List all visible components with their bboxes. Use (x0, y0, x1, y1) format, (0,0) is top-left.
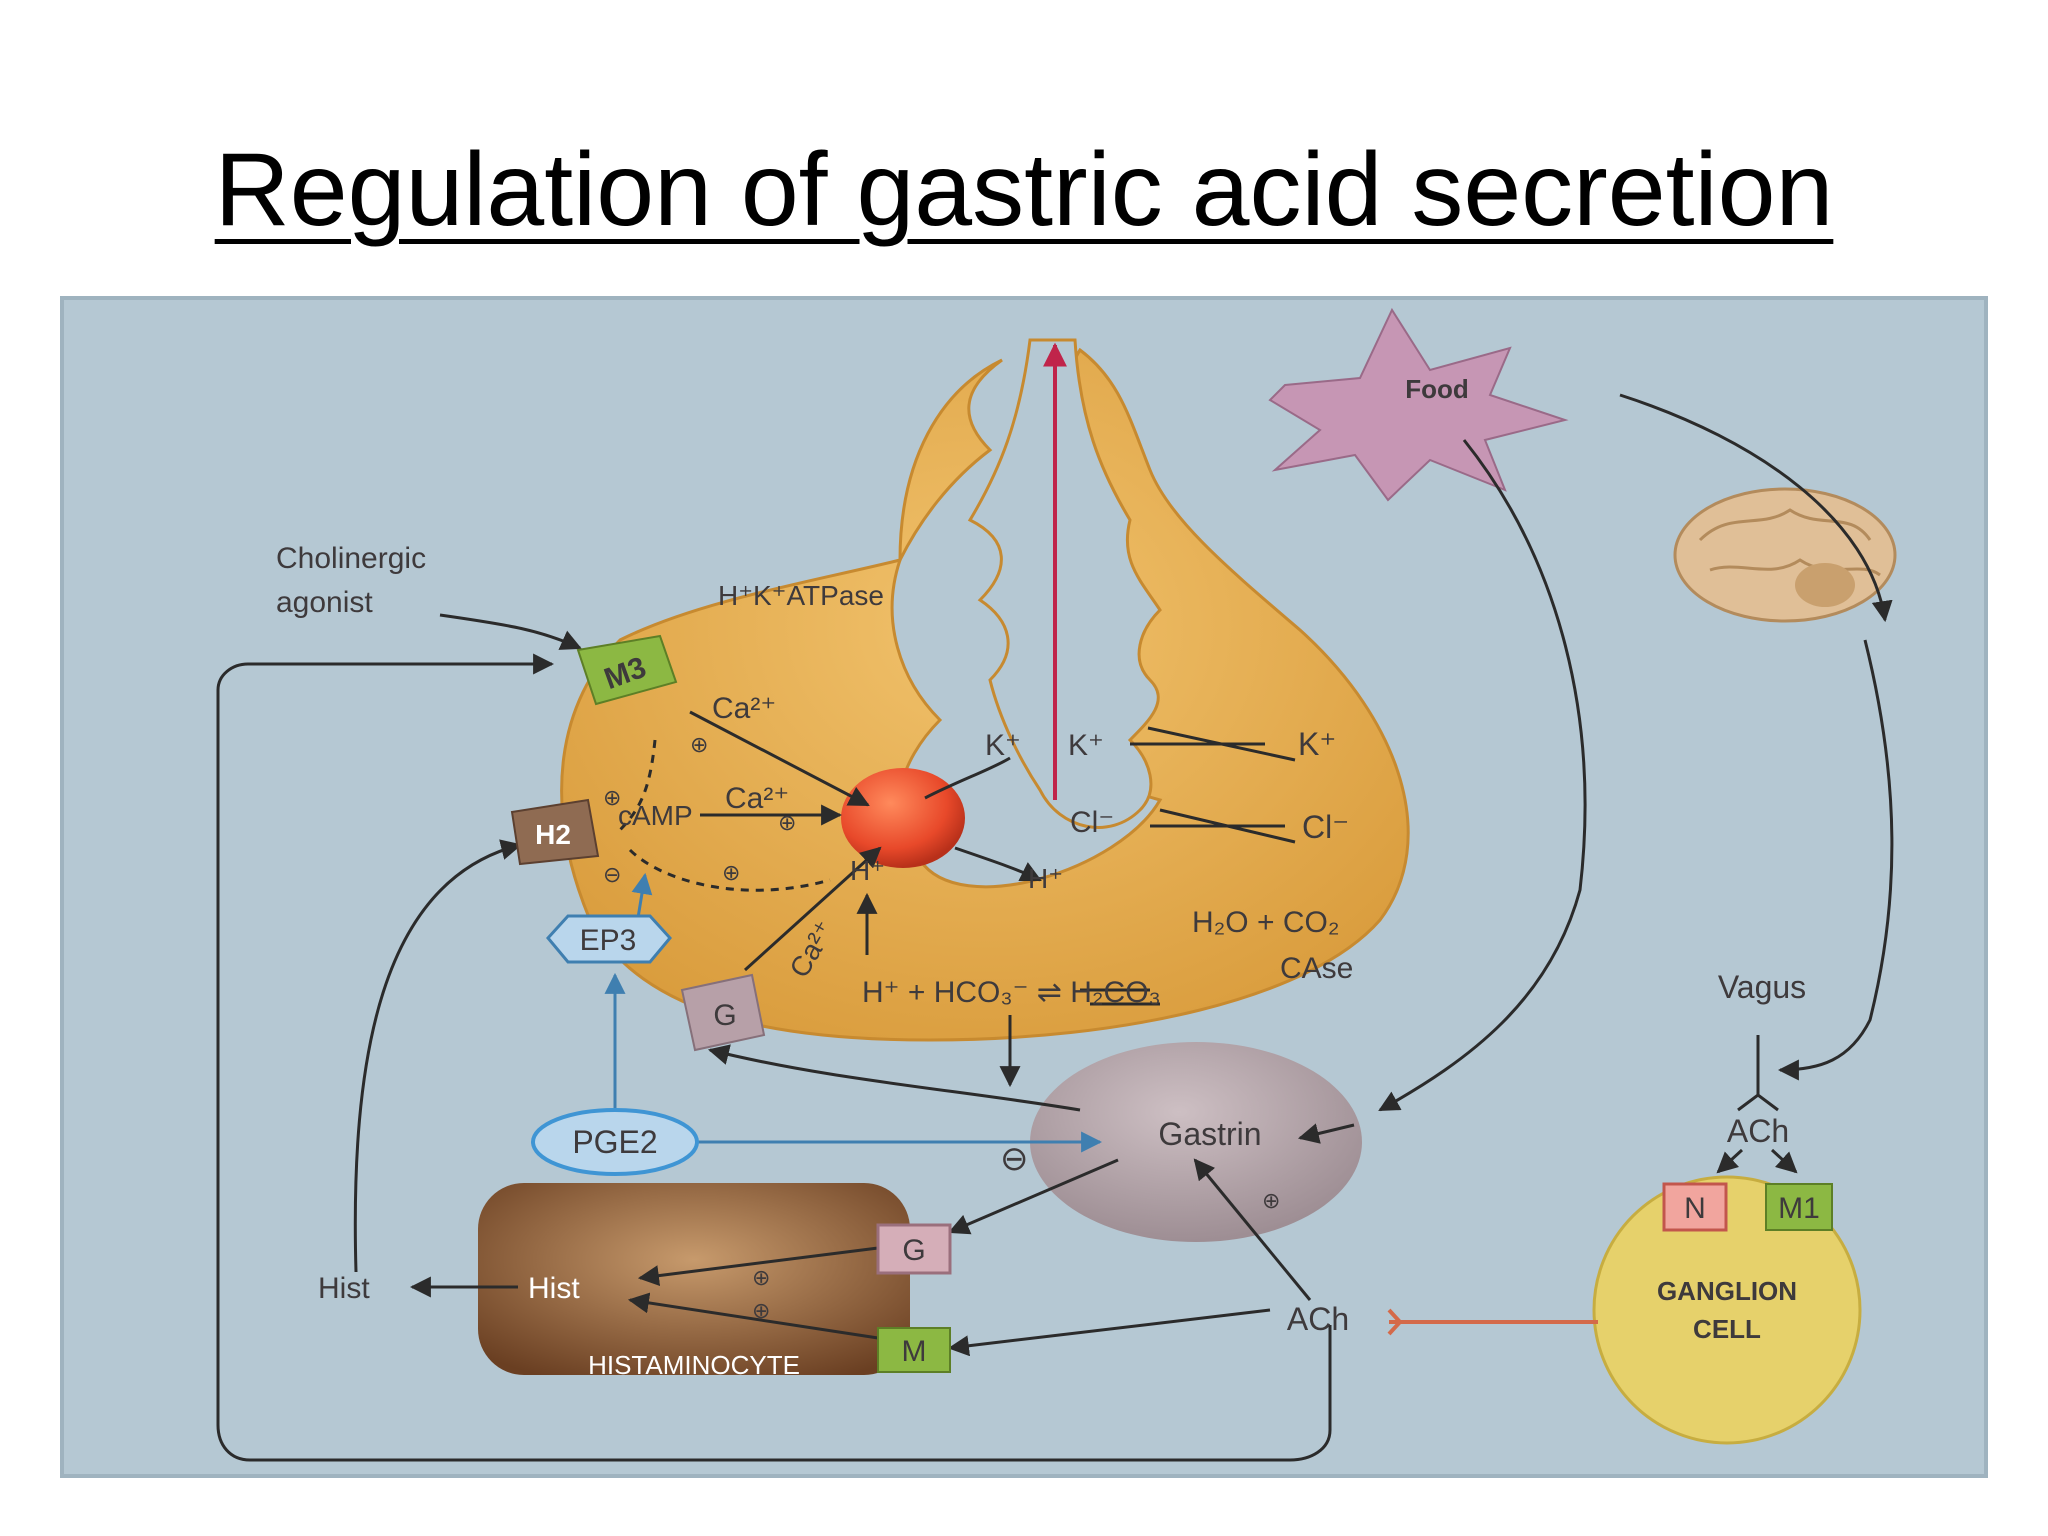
plus-marker-dashed: ⊕ (722, 860, 740, 885)
cholinergic-to-m3-arrow (439, 613, 582, 650)
plus-marker-g-hist: ⊕ (752, 1265, 770, 1290)
k-right-label: K⁺ (1298, 726, 1336, 762)
ca-top-label: Ca²⁺ (712, 692, 776, 725)
secretory-canaliculus (967, 338, 1162, 829)
pump-k-in-line (924, 756, 1011, 800)
g-receptor-histaminocyte: G (876, 1223, 952, 1275)
food-to-brain-arrow (1619, 393, 1893, 623)
bicarb-equilibrium-arrows (1080, 988, 1160, 1006)
ganglion-to-ach-axon (1387, 1308, 1598, 1336)
m1-receptor: M1 (1765, 1183, 1833, 1231)
plus-marker-h2: ⊕ (603, 785, 621, 810)
cl-left-label: Cl⁻ (1070, 806, 1114, 839)
parietal-cell (560, 347, 1410, 1042)
m-receptor-histaminocyte: M (877, 1327, 951, 1373)
hk-atpase-pump (841, 768, 965, 868)
k-inner-label: K⁺ (985, 729, 1021, 762)
ganglion-cell (1592, 1175, 1862, 1445)
pge2-oval: PGE2 (531, 1108, 699, 1176)
m-to-hist-arrow (627, 1292, 879, 1340)
pathway-arrows (216, 393, 1894, 1462)
hk-atpase-label: H⁺K⁺ATPase (718, 580, 884, 611)
m1-receptor-label: M1 (1778, 1192, 1820, 1225)
g-receptor-histaminocyte-label: G (902, 1234, 925, 1267)
h2-receptor-label: H2 (535, 819, 571, 850)
plus-marker-m3: ⊕ (690, 732, 708, 757)
hist-inner-label: Hist (528, 1272, 580, 1305)
histaminocyte-label: HISTAMINOCYTE (588, 1350, 800, 1380)
bicarb-reaction-label: H⁺ + HCO₃⁻ ⇌ H₂CO₃ (862, 976, 1161, 1009)
h-pump-label: H⁺ (850, 855, 885, 886)
food-to-gastrin-arrow (1378, 439, 1587, 1112)
gastrin-to-g-arrow (948, 1158, 1119, 1235)
g-receptor-parietal-label: G (713, 999, 736, 1032)
ganglion-label-line2: CELL (1693, 1314, 1761, 1344)
ach-top-label: ACh (1727, 1113, 1789, 1149)
co2-reaction-label: H₂O + CO₂ (1192, 906, 1339, 939)
n-receptor: N (1662, 1182, 1728, 1232)
k-exchange-arrows (1130, 726, 1296, 762)
k-left-label: K⁺ (1068, 729, 1104, 762)
food-label: Food (1405, 374, 1469, 404)
brain-icon (1673, 487, 1897, 623)
ach-to-m3-loop-arrow (216, 653, 1332, 1462)
case-label: CAse (1280, 952, 1353, 985)
ach-to-gastrin-arrow (1193, 1158, 1312, 1301)
food-starburst (1268, 307, 1569, 502)
pge2-label: PGE2 (572, 1124, 657, 1160)
plus-marker-camp: ⊕ (778, 810, 796, 835)
cholinergic-label-line2: agonist (276, 586, 373, 619)
food-gastrin-feedback-arrow (1297, 1123, 1355, 1144)
gastrin-to-g-parietal-arrow (707, 1044, 1081, 1112)
ach-to-m-arrow (947, 1308, 1271, 1357)
h2-receptor: H2 (510, 798, 600, 866)
h-lumen-label: H⁺ (1028, 863, 1063, 894)
gastrin-label: Gastrin (1158, 1116, 1261, 1152)
m3-dashed-arrow (616, 739, 657, 834)
ep3-receptor: EP3 (546, 914, 672, 964)
ganglion-label-line1: GANGLION (1657, 1276, 1797, 1306)
m3-to-pump-arrow (689, 710, 870, 807)
hist-to-h2-arrow (353, 839, 523, 1273)
cl-right-label: Cl⁻ (1302, 809, 1349, 845)
diagram-frame (60, 296, 1988, 1478)
plus-marker-m-hist: ⊕ (752, 1298, 770, 1323)
h2-dashed-arrow (628, 848, 831, 892)
m3-receptor: M3 (576, 634, 678, 706)
n-receptor-label: N (1684, 1192, 1706, 1225)
ach-to-m1-arrow (1770, 1148, 1798, 1174)
minus-marker-pge2: ⊖ (1000, 1140, 1029, 1178)
cholinergic-label-line1: Cholinergic (276, 542, 426, 575)
m-receptor-histaminocyte-label: M (902, 1335, 927, 1368)
ca-mid-label: Ca²⁺ (725, 782, 789, 815)
vagus-label: Vagus (1718, 969, 1806, 1005)
brain-to-vagus-arrow (1777, 639, 1894, 1081)
vagus-synapse (1737, 1093, 1779, 1112)
minus-marker-ep3: ⊖ (603, 862, 621, 887)
camp-label: cAMP (618, 800, 693, 831)
g-receptor-parietal: G (680, 973, 766, 1052)
page-title: Regulation of gastric acid secretion (214, 132, 1834, 248)
pump-h-out-arrow (954, 846, 1042, 882)
ep3-receptor-label: EP3 (580, 924, 637, 957)
g-to-hist-arrow (637, 1246, 879, 1287)
g-to-pump-arrow (743, 846, 882, 972)
cl-exchange-arrows (1150, 808, 1296, 844)
plus-marker-gastrin: ⊕ (1262, 1188, 1280, 1213)
ach-to-n-arrow (1716, 1148, 1744, 1174)
hist-outer-label: Hist (318, 1272, 370, 1305)
ach-bottom-label: ACh (1287, 1301, 1349, 1337)
gastrin-cell (1030, 1042, 1362, 1242)
